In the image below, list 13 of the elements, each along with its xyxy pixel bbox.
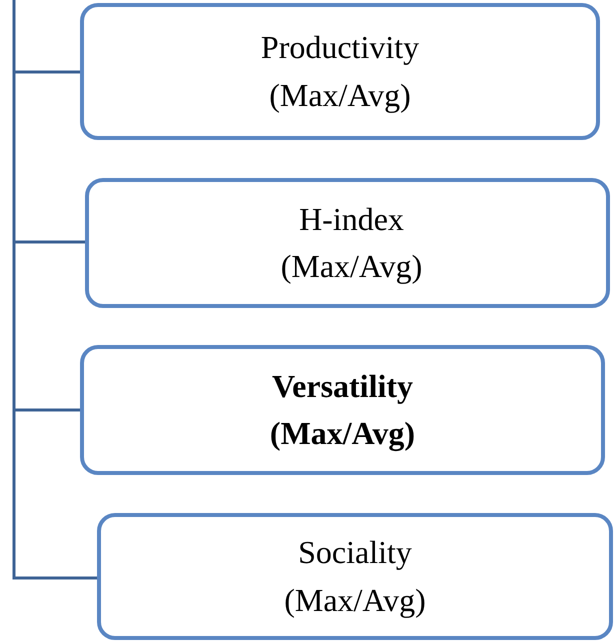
metric-name: H-index [299, 200, 404, 239]
metric-box [80, 345, 605, 475]
metric-note: (Max/Avg) [280, 247, 422, 286]
metric-name: Productivity [260, 28, 420, 68]
metric-note: (Max/Avg) [270, 414, 416, 454]
metric-name: Versatility [272, 366, 413, 406]
metric-note: (Max/Avg) [269, 76, 411, 115]
metric-box [97, 513, 613, 640]
metric-name: Sociality [298, 533, 412, 572]
metric-box [80, 3, 600, 140]
metric-note: (Max/Avg) [284, 580, 426, 620]
metric-box [85, 178, 610, 308]
connector-line [12, 0, 97, 580]
